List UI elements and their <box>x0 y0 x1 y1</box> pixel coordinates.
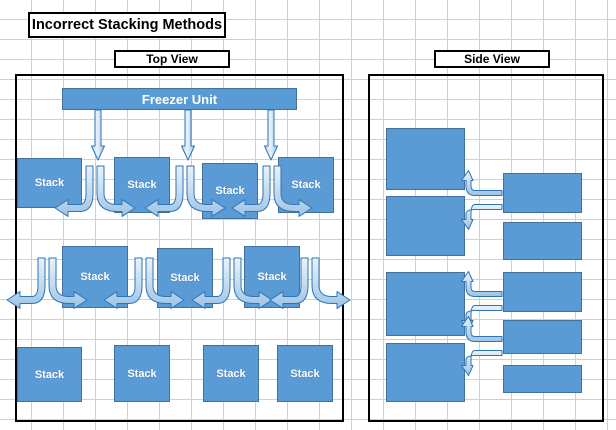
stack-box-1-2: Stack <box>114 157 170 213</box>
freezer-unit-box: Freezer Unit <box>62 88 297 110</box>
stack-box-3-3: Stack <box>203 345 259 402</box>
stack-box-1-1: Stack <box>17 158 82 208</box>
stack-box-3-1: Stack <box>17 347 82 402</box>
side-left-block-3 <box>386 272 465 336</box>
stack-label: Stack <box>215 185 245 197</box>
stack-label: Stack <box>291 179 321 191</box>
top-view-panel <box>15 74 344 422</box>
stack-box-2-1: Stack <box>62 246 128 308</box>
stack-box-3-4: Stack <box>277 345 333 402</box>
side-view-label: Side View <box>434 50 550 68</box>
stack-label: Stack <box>170 272 200 284</box>
stack-label: Stack <box>80 271 110 283</box>
stack-box-3-2: Stack <box>114 345 170 402</box>
stack-label: Stack <box>34 368 65 381</box>
side-right-block-2 <box>503 222 582 260</box>
top-view-label: Top View <box>114 50 230 68</box>
stack-box-2-2: Stack <box>157 248 213 308</box>
stack-box-2-3: Stack <box>244 246 300 308</box>
freezer-unit-label: Freezer Unit <box>141 91 218 107</box>
stack-box-1-4: Stack <box>278 157 334 213</box>
stack-label: Stack <box>34 177 65 189</box>
side-view-panel <box>368 74 604 422</box>
stack-label: Stack <box>290 367 320 380</box>
stack-label: Stack <box>216 367 246 380</box>
side-right-block-1 <box>503 173 582 213</box>
stack-box-1-3: Stack <box>202 163 258 219</box>
stack-label: Stack <box>257 271 287 283</box>
side-right-block-4 <box>503 320 582 354</box>
stack-label: Stack <box>127 367 157 380</box>
page-title: Incorrect Stacking Methods <box>28 12 226 38</box>
side-right-block-3 <box>503 272 582 312</box>
side-left-block-4 <box>386 343 465 402</box>
stack-label: Stack <box>127 179 157 191</box>
side-right-block-5 <box>503 365 582 393</box>
side-left-block-1 <box>386 128 465 190</box>
side-left-block-2 <box>386 196 465 256</box>
